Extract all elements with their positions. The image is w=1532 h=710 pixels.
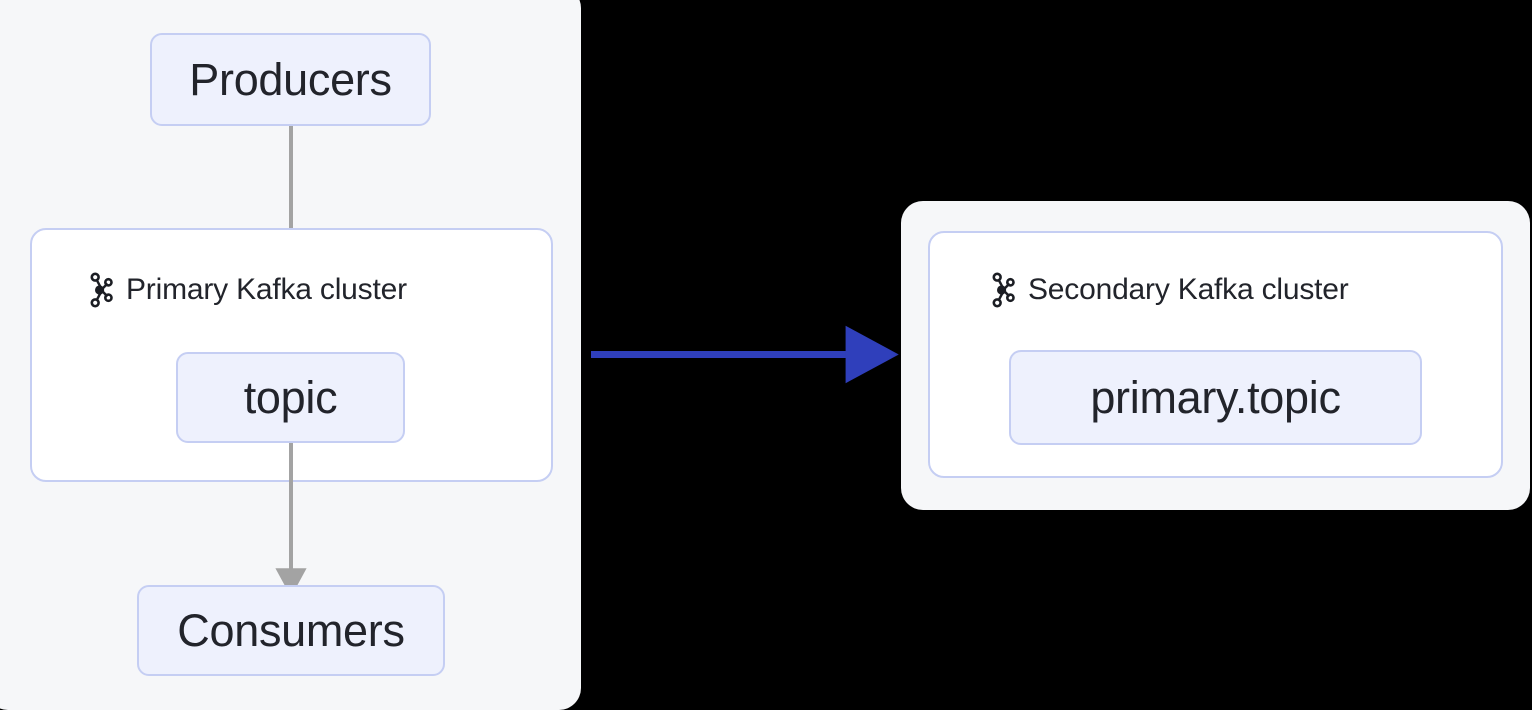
kafka-icon <box>990 272 1016 308</box>
node-topic[interactable]: topic <box>176 352 405 443</box>
kafka-icon <box>88 272 114 308</box>
node-producers[interactable]: Producers <box>150 33 431 126</box>
node-consumers[interactable]: Consumers <box>137 585 445 676</box>
primary-cluster-header: Primary Kafka cluster <box>88 272 407 308</box>
primary-cluster-label: Primary Kafka cluster <box>126 273 407 306</box>
secondary-cluster-label: Secondary Kafka cluster <box>1028 273 1349 306</box>
node-primary-topic[interactable]: primary.topic <box>1009 350 1422 445</box>
secondary-cluster-header: Secondary Kafka cluster <box>990 272 1349 308</box>
